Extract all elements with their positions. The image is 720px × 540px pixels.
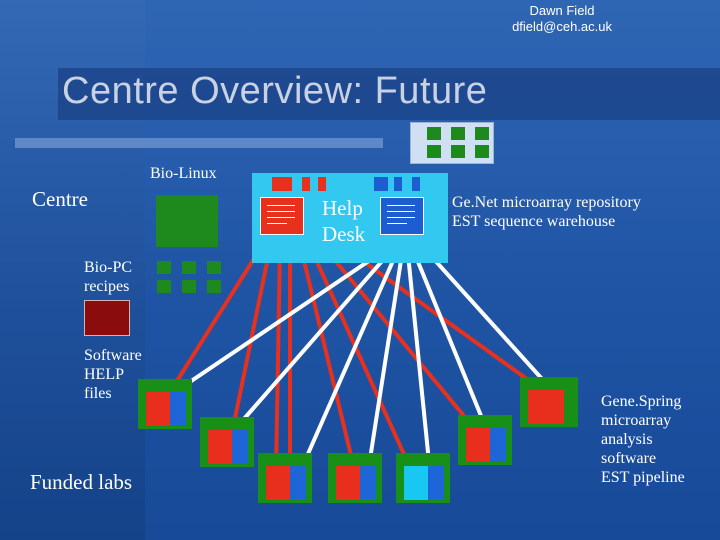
lab-red-block [336, 466, 360, 500]
genespring-label-line: microarray [601, 412, 672, 429]
genespring-label-line: analysis [601, 431, 653, 448]
software-label-line: files [84, 385, 112, 402]
cluster-square [427, 127, 441, 140]
bio-pc-square [182, 280, 196, 293]
funded-lab-node [458, 415, 512, 465]
red-link [316, 238, 476, 430]
white-link [173, 248, 387, 394]
bio-pc-label: Bio-PC recipes [84, 258, 132, 296]
software-help-label: Software HELP files [84, 346, 142, 403]
lab-blue-block [170, 392, 186, 426]
lab-blue-block [428, 466, 444, 500]
genespring-node [520, 377, 578, 427]
genet-label: Ge.Net microarray repository EST sequenc… [452, 193, 641, 231]
bio-linux-label: Bio-Linux [150, 165, 217, 182]
title-rule [15, 138, 383, 148]
lab-red-block [208, 430, 232, 464]
bio-pc-square [207, 261, 221, 274]
helpdesk-blue-slot [412, 177, 420, 191]
blue-document-icon [380, 197, 424, 235]
lab-blue-block [490, 428, 506, 462]
author-email: dfield@ceh.ac.uk [512, 19, 612, 34]
white-link [234, 250, 392, 430]
helpdesk-red-slot [302, 177, 310, 191]
white-link [298, 253, 398, 473]
lab-red-block [266, 466, 290, 500]
lab-red-block [466, 428, 490, 462]
white-link [412, 251, 488, 429]
author-name: Dawn Field [529, 3, 595, 18]
software-label-line: HELP [84, 366, 124, 383]
helpdesk-red-slot [318, 177, 326, 191]
bio-pc-square [182, 261, 196, 274]
lab-blue-block [360, 466, 376, 500]
title-band [58, 68, 720, 120]
white-links [173, 244, 554, 473]
help-desk-label: Help Desk [322, 195, 365, 247]
white-link [420, 244, 554, 392]
helpdesk-red-slot [272, 177, 292, 191]
help-desk-label-line: Help [322, 196, 363, 220]
white-link [406, 253, 432, 473]
helpdesk-blue-slot [394, 177, 402, 191]
server-cluster-icon [410, 122, 494, 164]
page-title: Centre Overview: Future [62, 70, 488, 112]
funded-lab-node [258, 453, 312, 503]
help-desk-panel: Help Desk [252, 173, 448, 263]
cluster-square [475, 127, 489, 140]
funded-lab-node [328, 453, 382, 503]
red-link [298, 243, 357, 473]
genespring-label-line: EST pipeline [601, 469, 685, 486]
lab-blue-block [232, 430, 248, 464]
funded-lab-node [200, 417, 254, 467]
genespring-label: Gene.Spring microarray analysis software… [601, 392, 685, 487]
help-desk-label-line: Desk [322, 222, 366, 246]
author-block: Dawn Field dfield@ceh.ac.uk [512, 3, 612, 35]
helpdesk-blue-slot [374, 177, 388, 191]
recipe-box-icon [84, 300, 130, 336]
lab-red-block [528, 390, 564, 424]
white-link [366, 253, 404, 473]
cluster-square [451, 127, 465, 140]
red-link [274, 247, 282, 473]
bio-linux-server-icon [156, 195, 218, 247]
bio-pc-square [157, 280, 171, 293]
genespring-label-line: software [601, 450, 657, 467]
bio-pc-label-line: recipes [84, 278, 130, 295]
lab-red-block [146, 392, 170, 426]
centre-label: Centre [32, 187, 88, 211]
funded-lab-node [396, 453, 450, 503]
genet-label-line: EST sequence warehouse [452, 213, 616, 230]
cluster-square [451, 145, 465, 158]
red-document-icon [260, 197, 304, 235]
funded-labs-label: Funded labs [30, 470, 133, 494]
bio-pc-square [207, 280, 221, 293]
red-link [306, 241, 414, 473]
red-links [168, 234, 547, 473]
bio-pc-square [157, 261, 171, 274]
lab-blue-block [290, 466, 306, 500]
red-link [168, 244, 264, 394]
genespring-label-line: Gene.Spring [601, 393, 682, 410]
bio-pc-label-line: Bio-PC [84, 259, 133, 276]
genet-label-line: Ge.Net microarray repository [452, 194, 641, 211]
cluster-square [475, 145, 489, 158]
funded-lab-node [138, 379, 192, 429]
cluster-square [427, 145, 441, 158]
lab-cyan-block [404, 466, 428, 500]
software-label-line: Software [84, 347, 142, 364]
